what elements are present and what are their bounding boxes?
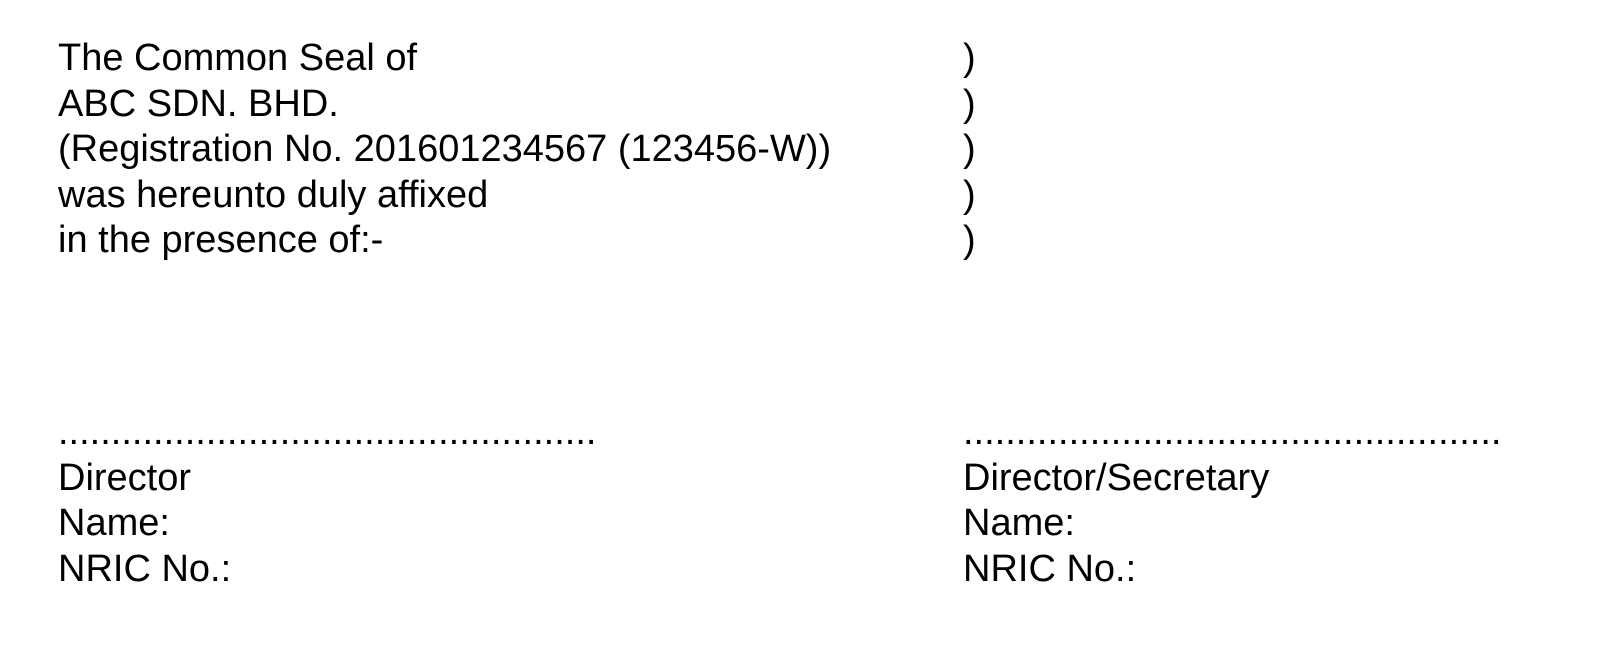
closing-bracket: ): [963, 37, 976, 79]
attestation-line: in the presence of:- ): [58, 218, 1058, 264]
signature-block-director: ........................................…: [58, 410, 618, 592]
closing-bracket: ): [963, 128, 976, 170]
closing-bracket: ): [963, 82, 976, 125]
name-label: Name:: [58, 502, 170, 544]
attestation-line-text: ABC SDN. BHD.: [58, 82, 339, 125]
closing-bracket: ): [963, 173, 976, 216]
attestation-line: The Common Seal of ): [58, 36, 1058, 82]
attestation-line: (Registration No. 201601234567 (123456-W…: [58, 127, 1058, 173]
signatory-title: Director/Secretary: [963, 456, 1270, 499]
attestation-line: was hereunto duly affixed ): [58, 173, 1058, 219]
nric-label: NRIC No.:: [58, 547, 232, 590]
attestation-line: ABC SDN. BHD. ): [58, 82, 1058, 128]
signature-dotted-line: ........................................…: [963, 411, 1502, 453]
attestation-line-text: in the presence of:-: [58, 219, 384, 261]
attestation-line-text: (Registration No. 201601234567 (123456-W…: [58, 128, 832, 170]
nric-label: NRIC No.:: [963, 547, 1137, 590]
name-label: Name:: [963, 502, 1075, 544]
closing-bracket: ): [963, 219, 976, 261]
attestation-line-text: was hereunto duly affixed: [58, 173, 489, 216]
signature-block-director-secretary: ........................................…: [963, 410, 1523, 592]
signature-dotted-line: ........................................…: [58, 411, 597, 453]
attestation-line-text: The Common Seal of: [58, 37, 418, 79]
execution-clause: The Common Seal of ) ABC SDN. BHD. ) (Re…: [58, 36, 1058, 264]
signatory-title: Director: [58, 456, 192, 499]
